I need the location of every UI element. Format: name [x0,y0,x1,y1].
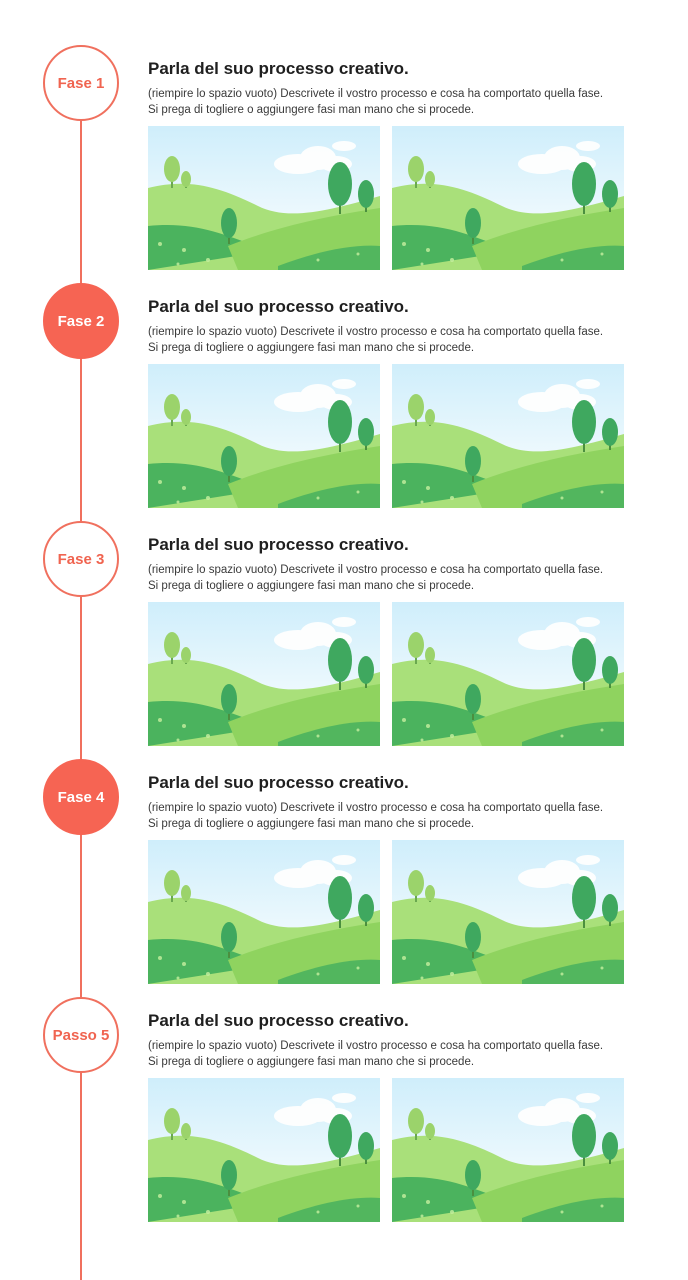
timeline-step-5: Passo 5 Parla del suo processo creativo.… [0,952,688,1222]
step-badge-4: Fase 4 [43,759,119,835]
step-description-line-2: Si prega di togliere o aggiungere fasi m… [148,342,475,354]
landscape-image [148,126,380,270]
step-title: Parla del suo processo creativo. [148,1011,409,1030]
step-title: Parla del suo processo creativo. [148,59,409,78]
step-badge-3: Fase 3 [43,521,119,597]
step-description-line-1: (riempire lo spazio vuoto) Descrivete il… [148,326,604,338]
landscape-image [392,1078,624,1222]
step-title: Parla del suo processo creativo. [148,535,409,554]
landscape-image [392,364,624,508]
landscape-image [148,602,380,746]
step-description-line-2: Si prega di togliere o aggiungere fasi m… [148,1056,475,1068]
step-description-line-2: Si prega di togliere o aggiungere fasi m… [148,580,475,592]
timeline-step-2: Fase 2 Parla del suo processo creativo. … [0,238,688,508]
timeline-step-4: Fase 4 Parla del suo processo creativo. … [0,714,688,984]
step-description: (riempire lo spazio vuoto) Descrivete il… [148,324,678,356]
step-description: (riempire lo spazio vuoto) Descrivete il… [148,1038,678,1070]
step-badge-2: Fase 2 [43,283,119,359]
landscape-image [392,126,624,270]
step-description: (riempire lo spazio vuoto) Descrivete il… [148,86,678,118]
landscape-image [392,840,624,984]
step-description: (riempire lo spazio vuoto) Descrivete il… [148,562,678,594]
step-description-line-1: (riempire lo spazio vuoto) Descrivete il… [148,1040,604,1052]
step-description: (riempire lo spazio vuoto) Descrivete il… [148,800,678,832]
step-title: Parla del suo processo creativo. [148,773,409,792]
step-title: Parla del suo processo creativo. [148,297,409,316]
step-badge-5: Passo 5 [43,997,119,1073]
step-description-line-1: (riempire lo spazio vuoto) Descrivete il… [148,802,604,814]
landscape-image [148,1078,380,1222]
timeline-step-3: Fase 3 Parla del suo processo creativo. … [0,476,688,746]
timeline-step-1: Fase 1 Parla del suo processo creativo. … [0,0,688,270]
landscape-image [148,364,380,508]
timeline-line [80,120,82,1280]
step-description-line-1: (riempire lo spazio vuoto) Descrivete il… [148,88,604,100]
step-description-line-1: (riempire lo spazio vuoto) Descrivete il… [148,564,604,576]
landscape-image [148,840,380,984]
landscape-image [392,602,624,746]
step-badge-1: Fase 1 [43,45,119,121]
step-description-line-2: Si prega di togliere o aggiungere fasi m… [148,104,475,116]
step-description-line-2: Si prega di togliere o aggiungere fasi m… [148,818,475,830]
